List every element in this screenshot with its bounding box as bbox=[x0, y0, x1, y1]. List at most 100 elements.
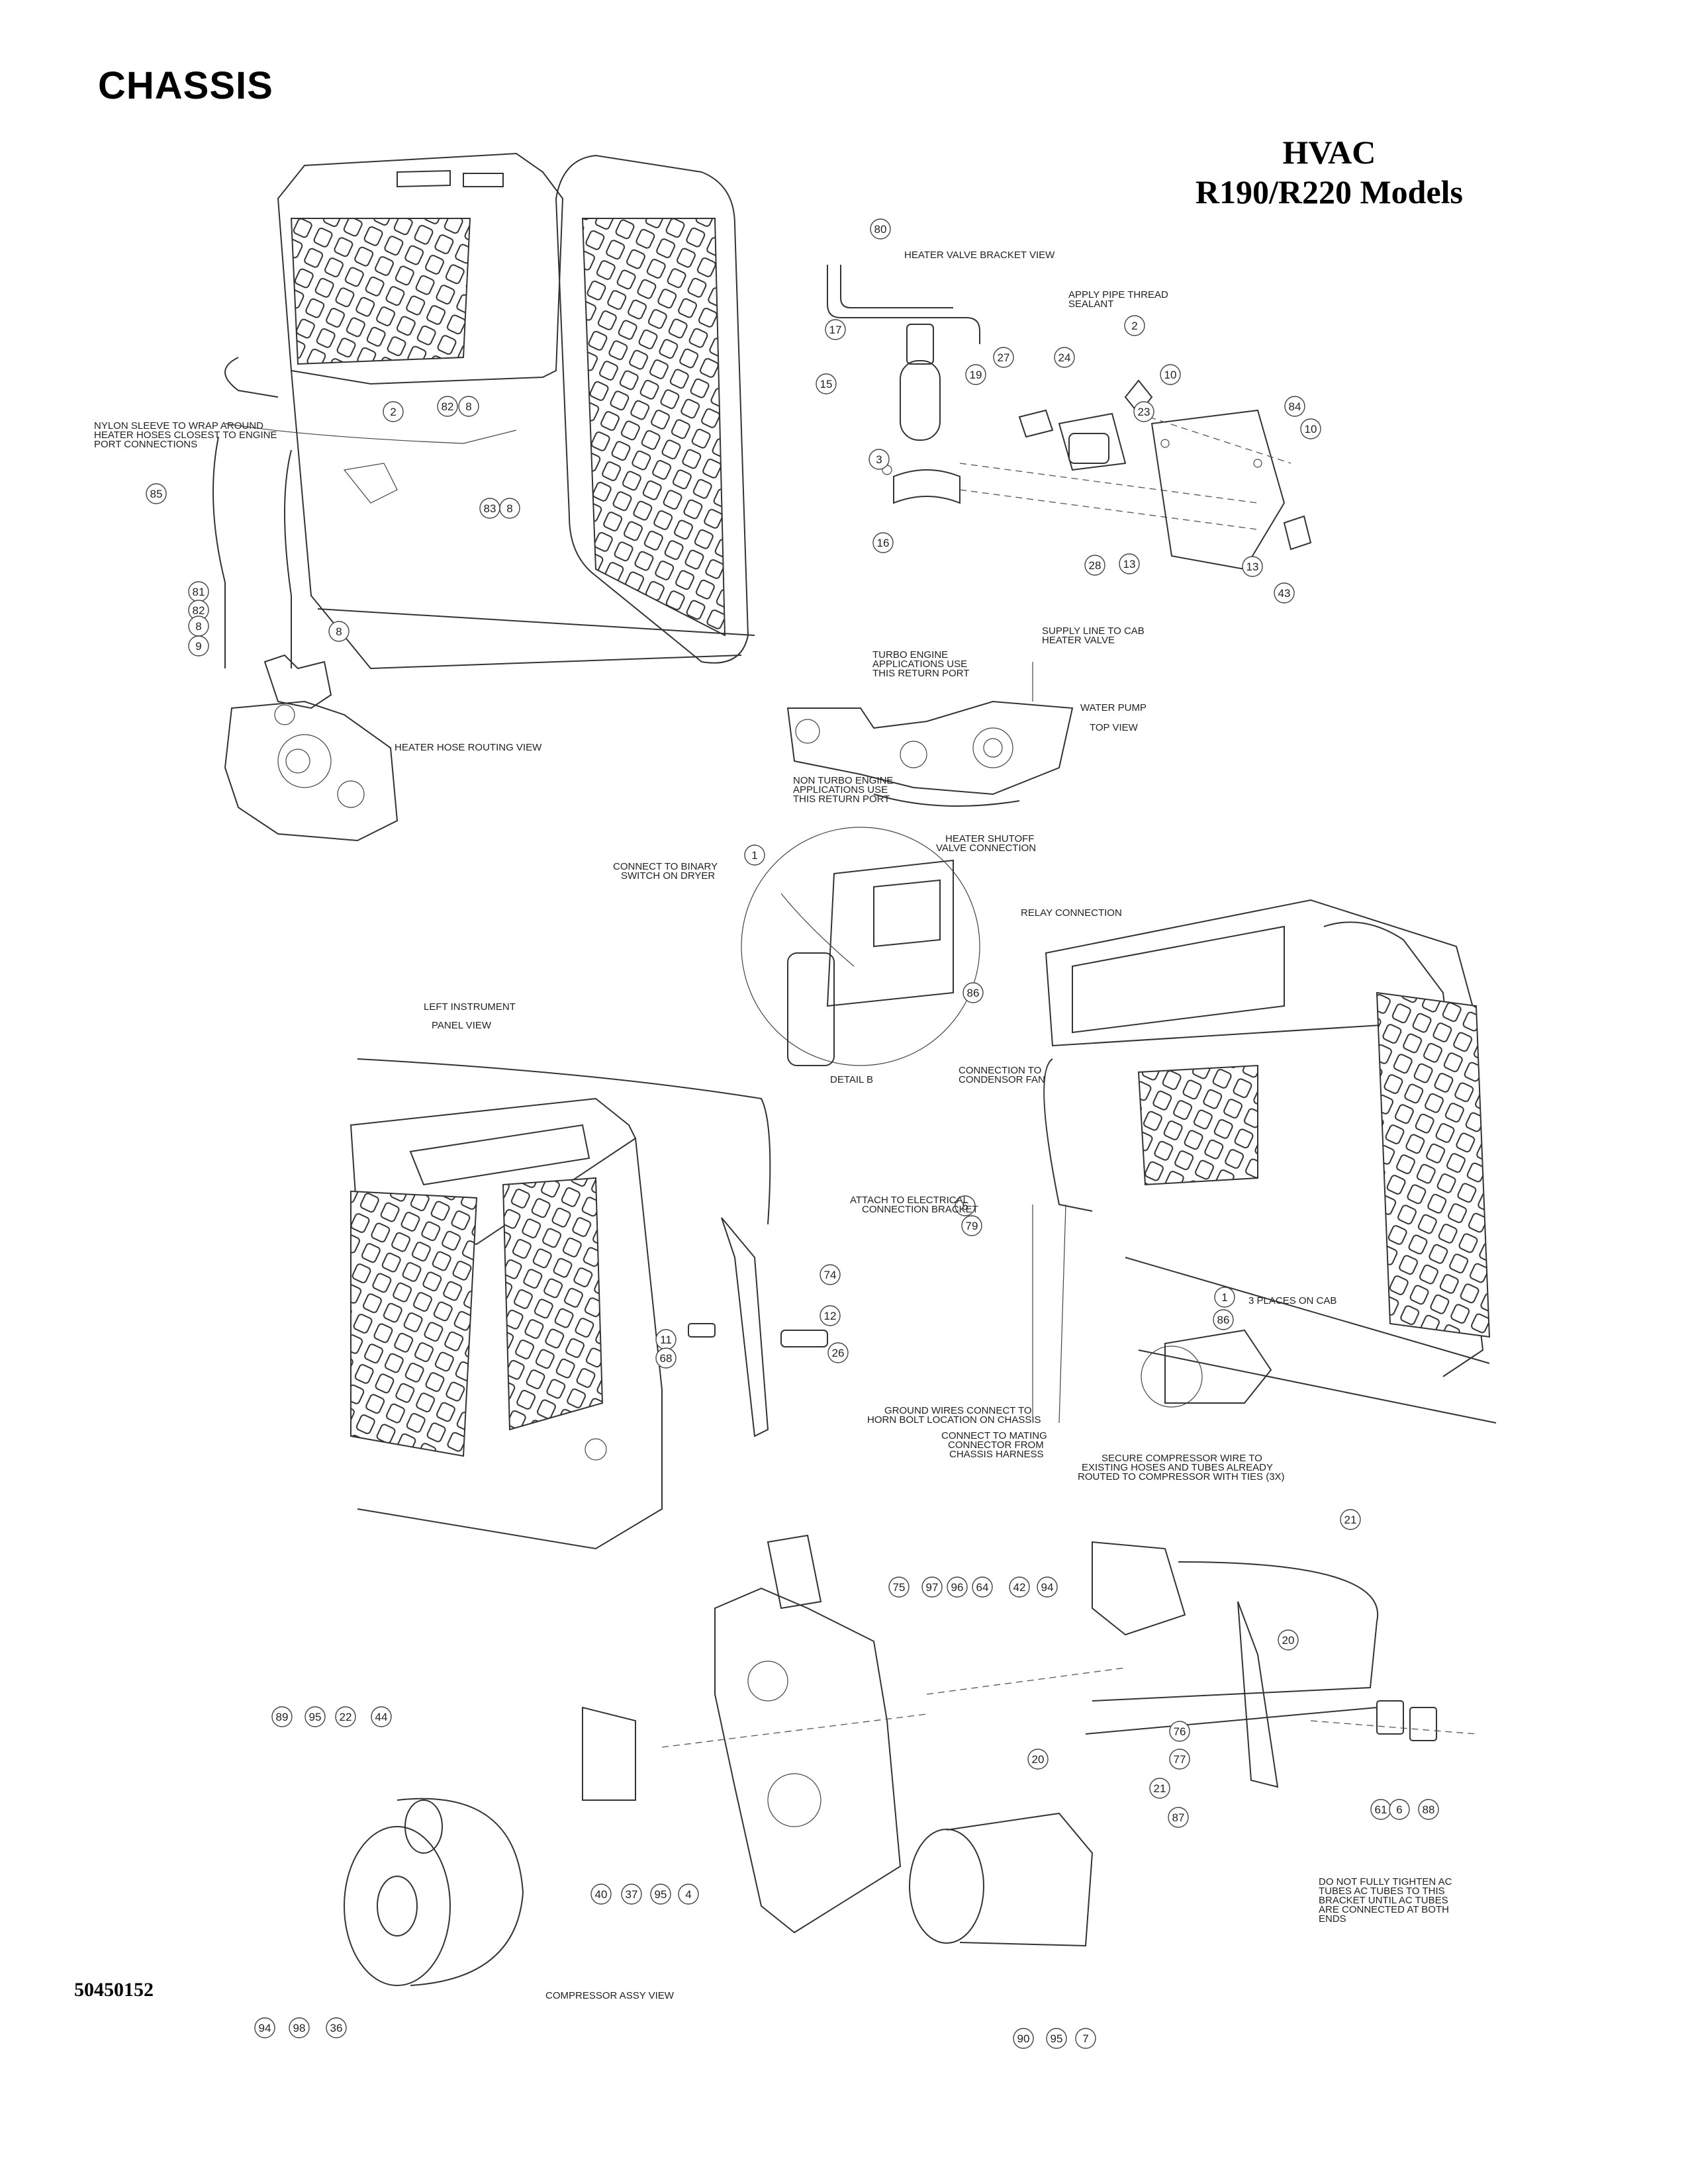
callout-number: 13 bbox=[1246, 561, 1259, 573]
callout-number: 82 bbox=[442, 400, 454, 413]
diagram-note: SWITCH ON DRYER bbox=[621, 870, 715, 882]
callout-number: 23 bbox=[1138, 406, 1150, 418]
callout-bubble bbox=[827, 1342, 849, 1363]
callout-bubble bbox=[458, 396, 479, 417]
callout-number: 79 bbox=[966, 1220, 978, 1232]
callout-bubble bbox=[1084, 555, 1105, 576]
callout-bubble bbox=[744, 844, 765, 866]
callout-number: 4 bbox=[685, 1888, 691, 1901]
diagram-note: CONNECTOR FROM bbox=[948, 1439, 1044, 1451]
part-callout: 9 bbox=[188, 635, 209, 657]
title-line-1: HVAC bbox=[1282, 134, 1376, 171]
callout-number: 96 bbox=[951, 1581, 964, 1594]
diagram-note: HEATER VALVE bbox=[1042, 635, 1115, 646]
callout-bubble bbox=[1274, 582, 1295, 604]
callout-bubble bbox=[1214, 1287, 1235, 1308]
diagram-note: ENDS bbox=[1319, 1913, 1346, 1925]
part-callout: 27 bbox=[993, 347, 1014, 368]
part-callout: 1 bbox=[1214, 1287, 1235, 1308]
diagram-note: HEATER SHUTOFF bbox=[945, 833, 1034, 844]
diagram-note: CONDENSOR FAN bbox=[959, 1074, 1045, 1085]
callout-number: 8 bbox=[336, 625, 342, 638]
part-callout: 79 bbox=[961, 1215, 982, 1236]
callout-number: 88 bbox=[1423, 1803, 1435, 1816]
part-callout: 13 bbox=[1242, 556, 1263, 577]
part-callout: 20 bbox=[1027, 1749, 1049, 1770]
part-callout: 36 bbox=[326, 2017, 347, 2038]
part-callout: 23 bbox=[1133, 401, 1154, 422]
callout-number: 37 bbox=[626, 1888, 638, 1901]
heater-hose-routing-view bbox=[212, 152, 755, 842]
callout-number: 2 bbox=[1131, 320, 1137, 332]
part-callout: 95 bbox=[650, 1884, 671, 1905]
callout-bubble bbox=[326, 2017, 347, 2038]
part-callout: 90 bbox=[1013, 2028, 1034, 2049]
compressor-assy-view bbox=[344, 1534, 1477, 1986]
part-callout: 40 bbox=[590, 1884, 612, 1905]
callout-number: 27 bbox=[998, 351, 1010, 364]
diagram-note: HEATER VALVE BRACKET VIEW bbox=[904, 250, 1055, 261]
part-callout: 11 bbox=[655, 1329, 677, 1350]
part-callout: 10 bbox=[1160, 364, 1181, 385]
callout-bubble bbox=[888, 1576, 910, 1598]
callout-number: 36 bbox=[330, 2022, 343, 2034]
callout-bubble bbox=[1075, 2028, 1096, 2049]
callout-bubble bbox=[816, 373, 837, 394]
detail-b bbox=[741, 827, 980, 1066]
callout-number: 1 bbox=[1221, 1291, 1227, 1304]
callout-number: 10 bbox=[1305, 423, 1317, 435]
callout-bubble bbox=[305, 1706, 326, 1727]
part-callout: 21 bbox=[1340, 1509, 1361, 1530]
diagram-note: WATER PUMP bbox=[1080, 702, 1147, 713]
document-number: 50450152 bbox=[74, 1979, 154, 2001]
callout-bubble bbox=[1009, 1576, 1030, 1598]
part-callout: 87 bbox=[1168, 1807, 1189, 1828]
callout-number: 24 bbox=[1058, 351, 1071, 364]
part-callout: 86 bbox=[1213, 1309, 1234, 1330]
callout-number: 42 bbox=[1013, 1581, 1026, 1594]
callout-number: 85 bbox=[150, 488, 163, 500]
callout-bubble bbox=[146, 483, 167, 504]
part-callout: 95 bbox=[1046, 2028, 1067, 2049]
callout-bubble bbox=[188, 635, 209, 657]
callout-bubble bbox=[955, 1195, 976, 1216]
callout-number: 80 bbox=[874, 223, 887, 236]
callout-number: 95 bbox=[1051, 2032, 1063, 2045]
part-callout: 81 bbox=[188, 581, 209, 602]
part-callout: 16 bbox=[872, 532, 894, 553]
part-callout: 15 bbox=[816, 373, 837, 394]
part-callout: 28 bbox=[1084, 555, 1105, 576]
callout-bubble bbox=[1278, 1629, 1299, 1651]
diagram-note: SUPPLY LINE TO CAB bbox=[1042, 625, 1145, 637]
part-callout: 3 bbox=[868, 449, 890, 470]
callout-bubble bbox=[1149, 1778, 1170, 1799]
callout-bubble bbox=[872, 532, 894, 553]
callout-number: 94 bbox=[259, 2022, 271, 2034]
callout-bubble bbox=[1169, 1749, 1190, 1770]
callout-bubble bbox=[650, 1884, 671, 1905]
part-callout: 19 bbox=[965, 364, 986, 385]
callout-number: 3 bbox=[876, 453, 882, 466]
part-callout: 22 bbox=[335, 1706, 356, 1727]
diagram-note: HEATER HOSE ROUTING VIEW bbox=[395, 742, 542, 753]
callout-number: 9 bbox=[195, 640, 201, 653]
part-callout: 94 bbox=[254, 2017, 275, 2038]
diagram-note: RELAY CONNECTION bbox=[1021, 907, 1122, 919]
callout-number: 8 bbox=[465, 400, 471, 413]
part-callout: 5 bbox=[955, 1195, 976, 1216]
callout-bubble bbox=[655, 1347, 677, 1369]
callout-bubble bbox=[1213, 1309, 1234, 1330]
callout-number: 17 bbox=[829, 324, 842, 336]
diagram-note: NYLON SLEEVE TO WRAP AROUND bbox=[94, 420, 263, 432]
part-callout: 98 bbox=[289, 2017, 310, 2038]
callout-bubble bbox=[868, 449, 890, 470]
diagram-note: PANEL VIEW bbox=[432, 1020, 492, 1031]
diagram-note: LEFT INSTRUMENT bbox=[424, 1001, 516, 1013]
callout-bubble bbox=[961, 1215, 982, 1236]
part-callout: 13 bbox=[1119, 553, 1140, 574]
callout-number: 7 bbox=[1082, 2032, 1088, 2045]
diagram-note: SEALANT bbox=[1068, 298, 1113, 310]
callout-number: 81 bbox=[193, 586, 205, 598]
callout-number: 89 bbox=[276, 1711, 289, 1723]
